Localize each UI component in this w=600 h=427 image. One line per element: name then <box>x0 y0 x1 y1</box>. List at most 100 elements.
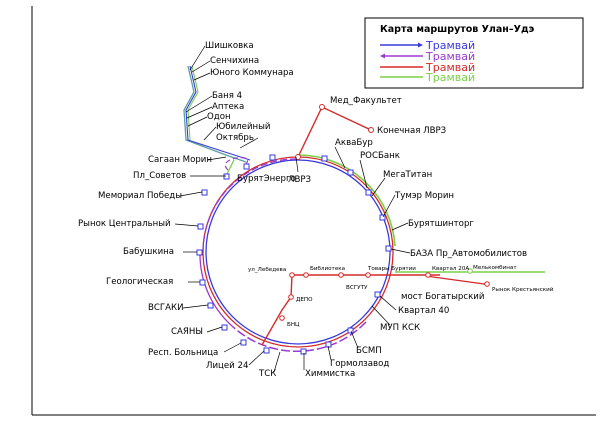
leader-line <box>223 342 242 353</box>
stop-label-shishkovka: Шишковка <box>205 41 254 51</box>
stop-label-tovary-buryatii: Товары Бурятии <box>367 266 416 272</box>
stop-label-sagaan-morin: Сагаан Морин <box>148 155 212 165</box>
lvrz-branch-line <box>297 106 372 158</box>
ring-blue-route <box>205 159 391 345</box>
leader-line <box>371 305 391 326</box>
stop-marker <box>467 268 473 274</box>
legend-box <box>364 17 584 89</box>
north-branch-loop <box>224 157 249 171</box>
stop-label-konechnaya-lvrz: Конечная ЛВРЗ <box>377 126 446 136</box>
stop-label-memorial-pobedy: Мемориал Победы <box>98 191 182 201</box>
station-labels: Шишковка Сенчихина Юного Коммунара Баня … <box>78 41 527 379</box>
stop-label-resp-bolnitsa: Респ. Больница <box>148 348 218 358</box>
stop-label-khimchistka: Химмистка <box>305 369 355 379</box>
stop-marker <box>321 155 328 162</box>
stop-marker <box>300 348 307 355</box>
leader-line <box>350 330 359 349</box>
stop-label-apteka: Аптека <box>212 102 244 112</box>
leader-line <box>206 326 223 333</box>
ring-stops <box>196 154 392 355</box>
stop-label-buryatshintorg: Бурятшинторг <box>408 219 474 229</box>
stop-label-senchikhina: Сенчихина <box>210 56 259 66</box>
stop-marker <box>365 272 371 278</box>
stop-marker <box>325 341 332 348</box>
leader-line <box>186 106 213 119</box>
stop-marker <box>303 272 309 278</box>
stop-label-rynok-centralny: Рынок Центральный <box>78 219 171 229</box>
stop-label-bsmp: БСМП <box>356 346 382 356</box>
stop-marker <box>289 272 295 278</box>
leader-line <box>295 156 299 173</box>
stop-marker <box>196 249 203 256</box>
stop-label-biblioteka: Библиотека <box>310 266 345 272</box>
arrow-left-icon <box>380 53 385 59</box>
leader-line <box>359 159 368 189</box>
stop-marker <box>240 339 247 346</box>
stop-marker <box>425 272 431 278</box>
leader-line <box>187 116 208 127</box>
north-branch-link <box>225 159 235 177</box>
stop-marker <box>263 347 270 354</box>
ring-green-route <box>297 154 396 247</box>
stop-label-oktyabr: Октябрь <box>216 133 254 143</box>
leader-line <box>191 60 211 73</box>
leader-line <box>207 156 227 161</box>
leader-line <box>185 95 213 113</box>
leader-line <box>334 146 346 169</box>
stop-marker <box>374 291 381 298</box>
stop-label-yunogo-kommunara: Юного Коммунара <box>210 68 294 78</box>
leader-line <box>182 304 209 309</box>
leader-line <box>391 222 409 231</box>
stop-label-geologicheskaya: Геологическая <box>106 277 173 287</box>
leader-line <box>390 248 411 254</box>
stop-marker <box>279 315 285 321</box>
leader-line <box>239 137 259 149</box>
stop-label-rynok-krestyansky: Рынок Крестьянский <box>492 286 554 293</box>
stop-marker <box>319 104 325 110</box>
stop-marker <box>368 127 374 133</box>
stop-marker <box>365 189 372 196</box>
stop-label-mup-ksk: МУП КСК <box>380 323 420 333</box>
stop-marker <box>288 294 294 300</box>
stop-marker <box>385 245 392 252</box>
stop-marker <box>201 189 208 196</box>
stop-label-litsey24: Лицей 24 <box>206 361 248 371</box>
stop-label-depo: ДЕПО <box>296 297 313 303</box>
arrow-right-icon <box>418 42 423 48</box>
stop-label-odon: Одон <box>207 112 231 122</box>
legend-label-blue: Трамвай <box>425 39 475 52</box>
stop-marker <box>484 281 490 287</box>
north-branch-teal <box>183 65 247 163</box>
leader-lines <box>174 45 411 373</box>
stop-label-babushkina: Бабушкина <box>123 247 174 257</box>
stop-label-akvabur: АкваБур <box>335 138 373 148</box>
stop-label-lebedeva: ул_Лебедева <box>248 267 286 273</box>
legend-label-purple: Трамвай <box>425 50 475 63</box>
stop-marker <box>295 154 301 160</box>
stop-label-med-fakultet: Мед_Факультет <box>330 96 402 106</box>
leader-line <box>327 345 332 361</box>
stop-label-tsk: ТСК <box>258 369 276 379</box>
stop-label-melkombinat: Мелькомбинат <box>473 265 517 271</box>
legend: Карта маршрутов Улан–Удэ Трамвай Трамвай… <box>364 17 584 89</box>
stop-label-kvartal20a: Квартал 20А <box>432 266 469 272</box>
stop-label-most-bogatyrsky: мост Богатырский <box>401 292 484 302</box>
legend-label-red: Трамвай <box>425 61 475 74</box>
legend-title: Карта маршрутов Улан–Удэ <box>380 24 535 35</box>
inner-branch <box>261 268 545 346</box>
stop-label-buryatenergo: БурятЭнерго <box>237 174 296 184</box>
leader-line <box>203 126 217 141</box>
stop-marker <box>199 279 206 286</box>
stop-label-tumer-morin: Тумэр Морин <box>394 191 454 201</box>
north-branch-blue <box>185 65 251 161</box>
stop-label-megatitan: МегаТитан <box>383 170 432 180</box>
stop-label-baza: БАЗА Пр_Автомобилистов <box>410 249 527 259</box>
stop-marker <box>338 272 344 278</box>
leader-line <box>382 194 396 218</box>
north-branch-green <box>187 65 199 141</box>
ring-purple-top-left <box>202 158 297 253</box>
leader-line <box>371 177 386 197</box>
stop-marker <box>347 327 354 334</box>
inner-branch-market <box>425 275 488 287</box>
